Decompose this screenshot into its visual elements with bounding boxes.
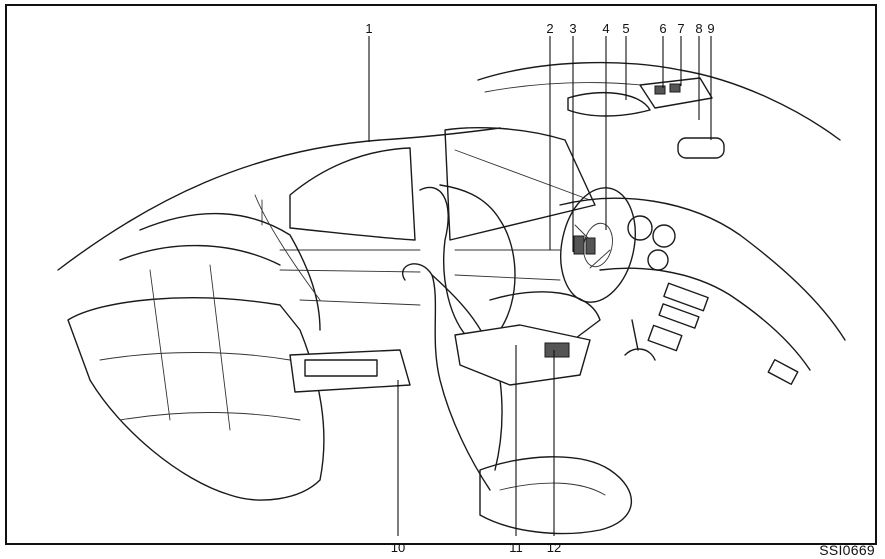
shift-lever (624, 319, 656, 361)
callout-10: 10 (391, 540, 405, 555)
callout-11: 11 (509, 540, 523, 555)
roof-outline (57, 127, 501, 271)
callout-6: 6 (659, 21, 666, 36)
callout-2: 2 (546, 21, 553, 36)
callout-4: 4 (602, 21, 609, 36)
console-switch-panel (544, 342, 570, 358)
dashboard (559, 197, 846, 341)
front-door-panel (454, 249, 561, 281)
rearview-mirror (677, 137, 725, 159)
rear-window (289, 147, 416, 241)
driver-seat-cushion (479, 456, 633, 535)
callout-labels: 1 2 3 4 5 6 7 8 9 10 11 12 (365, 21, 714, 555)
sun-visor (567, 92, 651, 117)
callout-1: 1 (365, 21, 372, 36)
callout-12: 12 (547, 540, 561, 555)
seat-belt (254, 194, 321, 301)
overhead-console (639, 77, 713, 109)
front-seat-back (419, 184, 516, 341)
rear-seat-back (139, 212, 321, 331)
callout-leaders (368, 36, 712, 536)
driver-seat-back (402, 263, 491, 491)
callout-3: 3 (569, 21, 576, 36)
center-console (454, 324, 591, 386)
callout-9: 9 (707, 21, 714, 36)
headliner-front (477, 61, 841, 141)
steering-wheel (560, 187, 636, 303)
rear-door-panel (279, 249, 421, 306)
callout-5: 5 (622, 21, 629, 36)
callout-8: 8 (695, 21, 702, 36)
figure-code: SSI0669 (819, 542, 875, 558)
rear-seat-cushion (67, 297, 325, 501)
callout-7: 7 (677, 21, 684, 36)
front-door-window (444, 127, 596, 241)
